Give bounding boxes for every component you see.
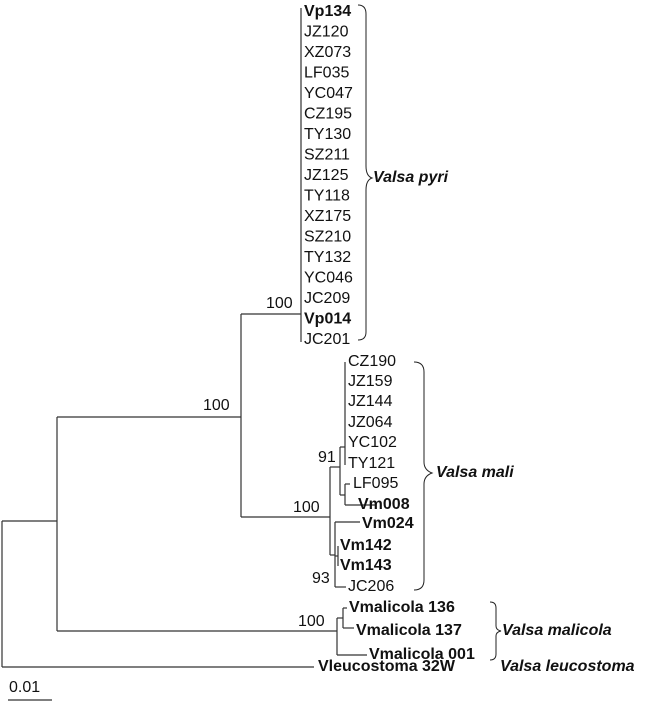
leaf: JZ064 [348, 414, 393, 431]
support-pyri-mali: 100 [203, 397, 230, 414]
leaf: Vleucostoma 32W [318, 658, 456, 675]
leaf: JC206 [348, 578, 394, 595]
leaf: SZ210 [304, 229, 351, 246]
leaf: TY130 [304, 126, 351, 143]
leaf: Vp014 [304, 311, 351, 328]
bracket-pyri [357, 4, 374, 341]
leaf: JZ125 [304, 167, 349, 184]
leaf: Vmalicola 137 [356, 622, 462, 639]
leaf: Vm024 [362, 515, 414, 532]
leaf: JC209 [304, 290, 350, 307]
leaf: LF095 [353, 475, 398, 492]
leaf: CZ195 [304, 106, 352, 123]
leaf: YC102 [348, 434, 397, 451]
leaf: JZ120 [304, 24, 349, 41]
leaf: Vmalicola 136 [349, 599, 455, 616]
support-mali: 100 [293, 499, 320, 516]
leaf: Vmalicola 001 [369, 646, 475, 663]
leaf: Vm142 [340, 537, 392, 554]
leaf: TY118 [304, 188, 350, 205]
leaf: Vp134 [304, 3, 351, 20]
support-pyri: 100 [266, 295, 293, 312]
clade-label-mali: Valsa mali [436, 464, 514, 481]
clade-label-pyri: Valsa pyri [373, 169, 449, 186]
leaf: XZ073 [304, 44, 351, 61]
leaf: TY132 [304, 249, 351, 266]
support-malicola: 100 [298, 613, 325, 630]
leaf: JZ159 [348, 373, 393, 390]
leaf: Vm008 [358, 496, 410, 513]
clade-label-malicola: Valsa malicola [502, 622, 612, 639]
leaf: JC201 [304, 331, 350, 348]
pyri-leaves: Vp134 JZ120 XZ073 LF035 YC047 CZ195 TY13… [304, 3, 353, 348]
clade-label-leucostoma: Valsa leucostoma [500, 658, 635, 675]
leaf: JZ144 [348, 393, 393, 410]
leaf: TY121 [348, 455, 395, 472]
bracket-mali [413, 361, 434, 591]
leaf: Vm143 [340, 557, 392, 574]
leaf: YC047 [304, 85, 353, 102]
mali-leaves: CZ190 JZ159 JZ144 JZ064 YC102 TY121 LF09… [340, 353, 414, 595]
leaf: SZ211 [304, 147, 350, 164]
leaf: LF035 [304, 65, 349, 82]
leaf: CZ190 [348, 353, 396, 370]
tree-branches [1, 8, 376, 668]
support-93: 93 [312, 570, 330, 587]
leaf: XZ175 [304, 208, 351, 225]
support-91: 91 [318, 449, 336, 466]
bracket-malicola [489, 601, 502, 661]
scale-bar-label: 0.01 [9, 679, 40, 696]
leaf: YC046 [304, 270, 353, 287]
